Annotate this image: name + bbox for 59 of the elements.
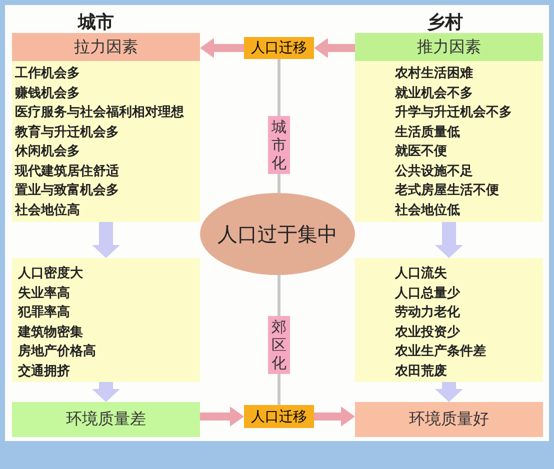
list-item: 医疗服务与社会福利相对理想 bbox=[15, 104, 185, 122]
list-item: 人口密度大 bbox=[18, 264, 84, 283]
section-heading: 推力因素 bbox=[355, 33, 543, 61]
result-text: 环境质量差 bbox=[66, 409, 146, 430]
list-item: 赚钱机会多 bbox=[15, 84, 81, 102]
list-item: 建筑物密集 bbox=[18, 324, 84, 342]
migration-label bbox=[244, 405, 314, 428]
list-item: 犯罪率高 bbox=[18, 304, 71, 322]
list-item: 工作机会多 bbox=[15, 65, 81, 83]
arrow bbox=[92, 222, 120, 258]
factor-box bbox=[355, 33, 543, 222]
pill-text: 人口迁移 bbox=[251, 39, 307, 57]
consequence-box bbox=[355, 258, 543, 382]
section-heading: 拉力因素 bbox=[12, 33, 200, 61]
list-item: 农村生活困难 bbox=[395, 65, 474, 83]
result-text: 环境质量好 bbox=[409, 409, 489, 430]
list-item: 社会地位高 bbox=[15, 202, 81, 220]
arrow bbox=[435, 222, 463, 258]
arrow bbox=[314, 38, 355, 58]
result-box bbox=[12, 402, 200, 437]
list-item: 失业率高 bbox=[18, 284, 71, 302]
list-item: 生活质量低 bbox=[395, 124, 461, 142]
list-item: 教育与升迁机会多 bbox=[15, 124, 120, 142]
column-heading: 城市 bbox=[78, 11, 114, 34]
ellipse-text: 人口过于集中 bbox=[218, 220, 338, 248]
arrow bbox=[314, 406, 355, 426]
list-item: 农田荒废 bbox=[395, 362, 448, 380]
list-item: 人口总量少 bbox=[395, 284, 462, 302]
list-item: 农业投资少 bbox=[395, 324, 462, 342]
list-item: 老式房屋生活不便 bbox=[395, 182, 500, 200]
connector-line bbox=[278, 59, 280, 116]
list-item: 休闲机会多 bbox=[15, 143, 81, 161]
arrow bbox=[200, 38, 244, 58]
list-item: 社会地位低 bbox=[395, 202, 461, 220]
pill-text: 人口迁移 bbox=[251, 408, 307, 426]
factor-box bbox=[12, 33, 200, 222]
column-heading: 乡村 bbox=[427, 11, 463, 34]
vertical-text: 郊区化 bbox=[271, 318, 287, 372]
list-item: 就业机会不多 bbox=[395, 84, 474, 102]
arrow bbox=[200, 406, 244, 426]
connector-line bbox=[278, 174, 280, 193]
list-item: 升学与升迁机会不多 bbox=[395, 104, 513, 122]
migration-label bbox=[244, 37, 314, 59]
list-item: 人口流失 bbox=[395, 264, 448, 283]
consequence-box bbox=[12, 258, 200, 382]
connector-line bbox=[278, 275, 280, 316]
result-box bbox=[355, 402, 543, 437]
list-item: 农业生产条件差 bbox=[395, 342, 487, 361]
list-item: 公共设施不足 bbox=[395, 162, 474, 180]
list-item: 交通拥挤 bbox=[18, 362, 71, 380]
list-item: 现代建筑居住舒适 bbox=[15, 162, 120, 180]
list-item: 劳动力老化 bbox=[395, 304, 461, 322]
arrow bbox=[92, 382, 120, 402]
list-item: 就医不便 bbox=[395, 143, 448, 161]
list-item: 置业与致富机会多 bbox=[15, 182, 120, 200]
list-item: 房地产价格高 bbox=[18, 342, 97, 361]
connector-line bbox=[278, 374, 280, 405]
arrow bbox=[435, 382, 463, 402]
vertical-text: 城市化 bbox=[271, 118, 287, 172]
